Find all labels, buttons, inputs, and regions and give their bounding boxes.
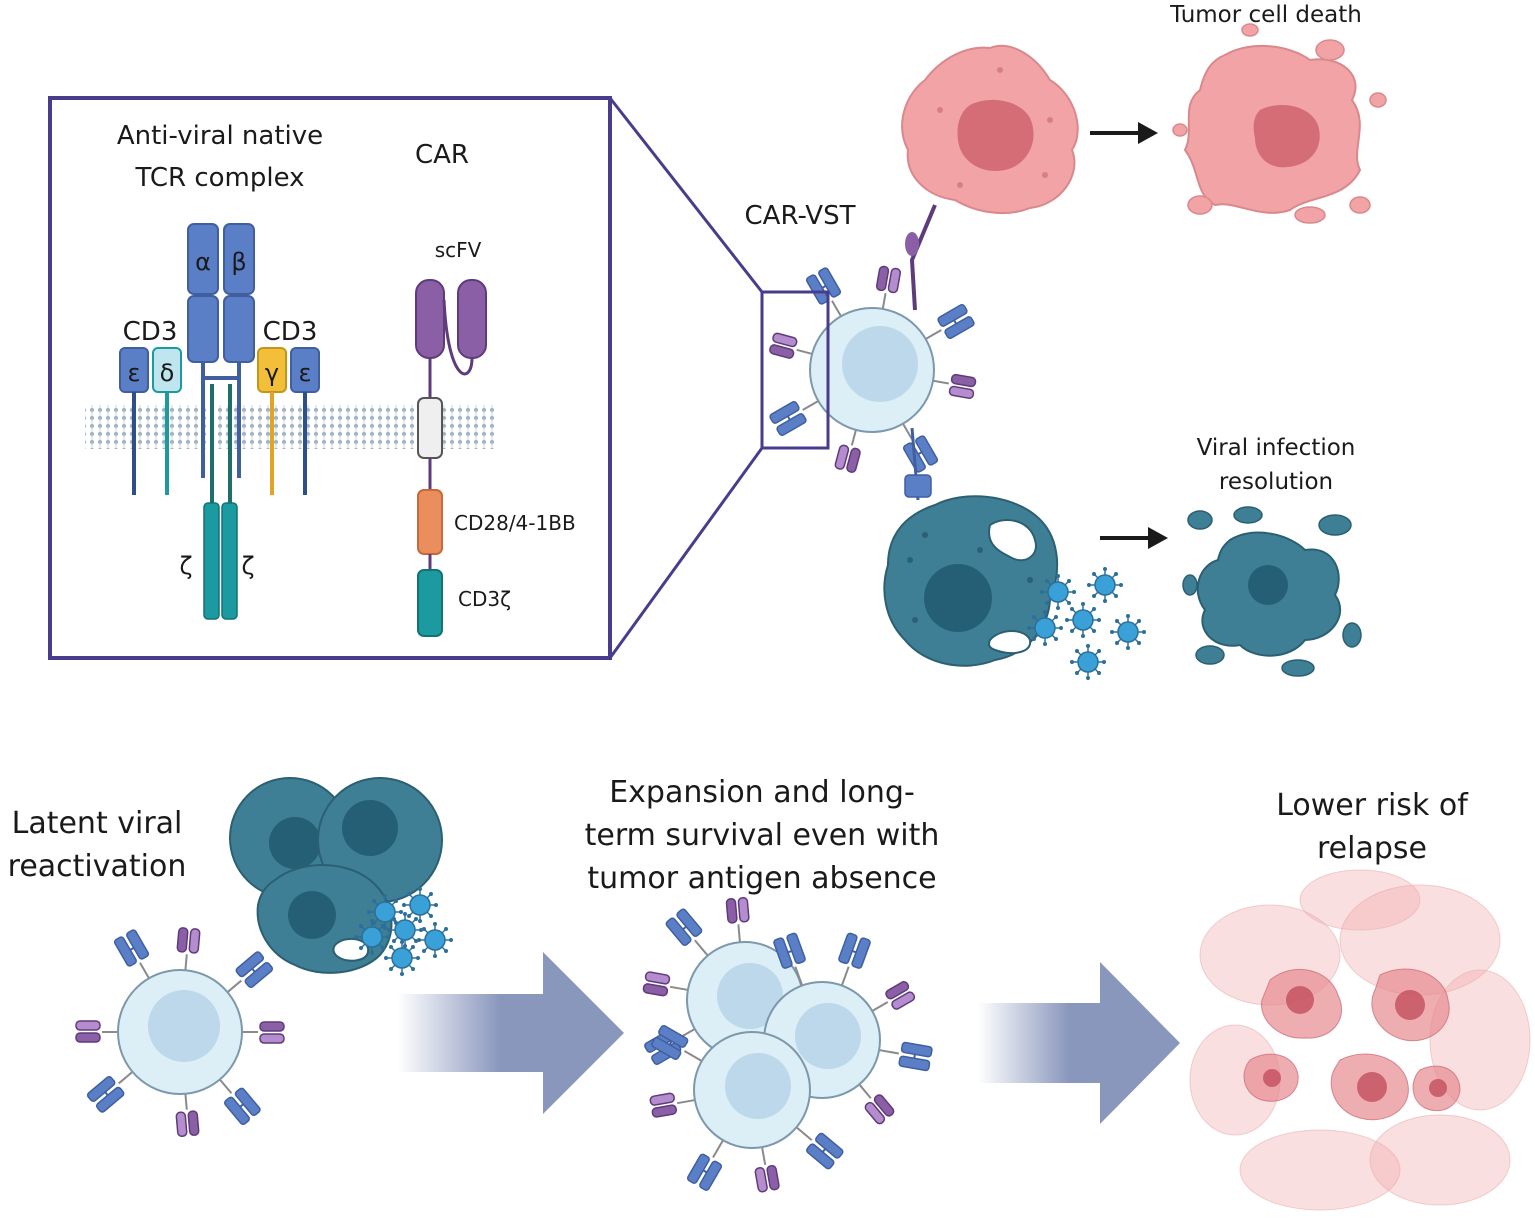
- tcr-zeta-chains: [203, 384, 238, 620]
- latent-t-cell: [75, 926, 285, 1138]
- cd3-left-label: CD3: [123, 317, 178, 347]
- epsilon-left-label: ε: [128, 359, 141, 387]
- expanded-t-cells: [641, 896, 934, 1194]
- tcr-title-line2: TCR complex: [134, 163, 304, 193]
- zoom-line-top: [608, 97, 764, 293]
- car-vst-cell: [767, 204, 978, 501]
- car-construct: [415, 279, 487, 637]
- expansion-line2: term survival even with: [585, 818, 940, 853]
- expansion-line1: Expansion and long-: [609, 775, 915, 810]
- costim-label: CD28/4-1BB: [454, 511, 576, 535]
- tcr-alpha-beta: [187, 223, 255, 478]
- tumor-cell: [901, 44, 1079, 215]
- latent-line1: Latent viral: [12, 806, 183, 841]
- arrow-to-viral-resolution: [1100, 527, 1168, 549]
- car-title: CAR: [415, 140, 469, 170]
- dying-tumor-cluster: [1189, 869, 1531, 1211]
- cd3-delta: [152, 347, 182, 495]
- cd3-gamma: [257, 347, 287, 495]
- viral-resolution-line2: resolution: [1219, 469, 1333, 495]
- gamma-label: γ: [265, 359, 279, 387]
- expansion-line3: tumor antigen absence: [587, 861, 936, 896]
- car-vst-label: CAR-VST: [745, 201, 856, 231]
- relapse-line1: Lower risk of: [1276, 788, 1469, 823]
- delta-label: δ: [160, 359, 175, 387]
- scfv-label: scFV: [435, 238, 482, 262]
- cd3zeta-label: CD3ζ: [458, 587, 511, 611]
- latent-infected-cluster: [229, 777, 443, 974]
- latent-line2: reactivation: [8, 849, 187, 884]
- dead-tumor-cell: [1172, 23, 1387, 224]
- zeta-right-label: ζ: [241, 552, 254, 580]
- cd3-epsilon-left: [119, 347, 149, 495]
- infected-cell: [883, 495, 1059, 667]
- cd3-epsilon-right: [290, 347, 320, 495]
- cd3-right-label: CD3: [263, 317, 318, 347]
- tcr-title-line1: Anti-viral native: [117, 121, 323, 151]
- relapse-line2: relapse: [1317, 831, 1427, 866]
- inset-panel: Anti-viral native TCR complex CAR α β ζ …: [48, 96, 764, 660]
- arrow-to-tumor-death: [1090, 122, 1158, 144]
- progress-arrow-1: [398, 952, 624, 1114]
- zoom-line-bottom: [608, 447, 764, 659]
- zoom-region-box: [760, 290, 830, 450]
- viral-resolution-line1: Viral infection: [1197, 435, 1356, 461]
- alpha-label: α: [195, 248, 211, 276]
- epsilon-right-label: ε: [299, 359, 312, 387]
- beta-label: β: [231, 248, 246, 276]
- tumor-death-label: Tumor cell death: [1169, 2, 1362, 28]
- zeta-left-label: ζ: [179, 552, 192, 580]
- progress-arrow-2: [978, 962, 1180, 1124]
- resolved-infected-cell: [1182, 506, 1362, 677]
